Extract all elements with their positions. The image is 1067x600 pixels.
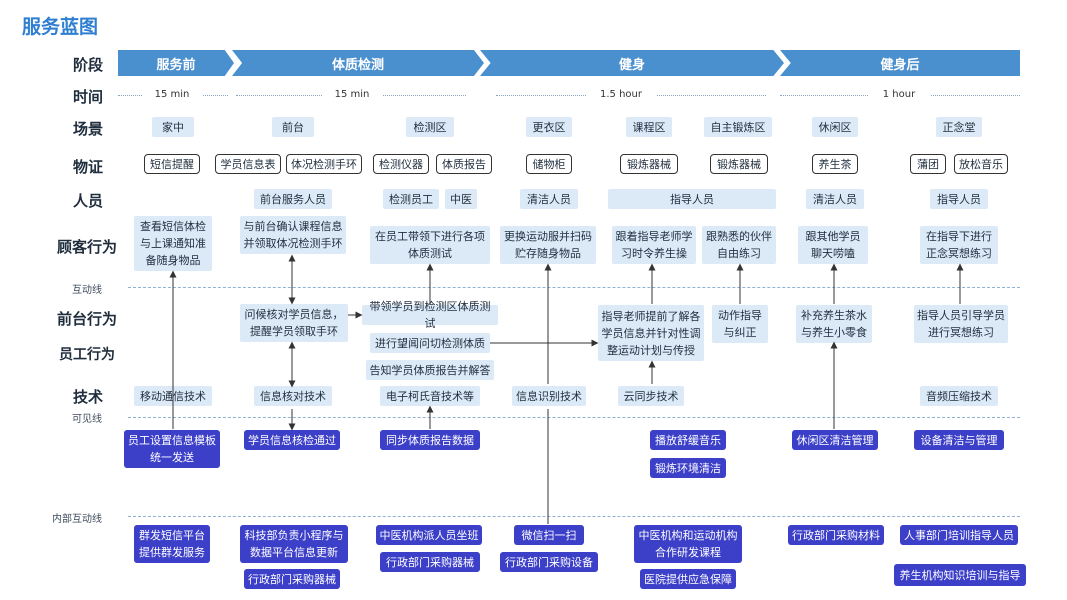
phase-workout-label: 健身 bbox=[618, 57, 645, 73]
page-title: 服务蓝图 bbox=[22, 16, 99, 38]
internal-10: 行政部门采购材料 bbox=[788, 525, 884, 545]
evidence-locker: 储物柜 bbox=[526, 154, 572, 174]
customer-action-7: 跟其他学员聊天唠嗑 bbox=[798, 226, 868, 264]
people-cleaner-2: 清洁人员 bbox=[806, 189, 864, 209]
internal-2: 科技部负责小程序与数据平台信息更新 bbox=[240, 525, 348, 563]
label-evidence: 物证 bbox=[72, 158, 103, 176]
customer-action-1: 查看短信体检与上课通知准备随身物品 bbox=[134, 216, 212, 271]
evidence-wristband: 体况检测手环 bbox=[286, 154, 362, 174]
evidence-equipment-1: 锻炼器械 bbox=[620, 154, 678, 174]
people-front-desk-staff: 前台服务人员 bbox=[254, 189, 332, 209]
support-6: 休闲区清洁管理 bbox=[792, 430, 878, 450]
customer-action-8: 在指导下进行正念冥想练习 bbox=[920, 226, 998, 264]
internal-4: 中医机构派人员坐班 bbox=[376, 525, 482, 545]
internal-6: 微信扫一扫 bbox=[514, 525, 584, 545]
phase-before-label: 服务前 bbox=[156, 57, 196, 73]
evidence-music: 放松音乐 bbox=[954, 154, 1008, 174]
customer-action-2: 与前台确认课程信息并领取体况检测手环 bbox=[240, 216, 346, 254]
phase-after-label: 健身后 bbox=[880, 57, 920, 73]
internal-3: 行政部门采购器械 bbox=[244, 569, 340, 589]
time-after: 1 hour bbox=[868, 89, 930, 100]
label-interaction-line: 互动线 bbox=[72, 285, 102, 296]
scene-meditation-hall: 正念堂 bbox=[936, 117, 982, 137]
visibility-line bbox=[128, 417, 1020, 418]
label-tech: 技术 bbox=[72, 388, 103, 406]
support-5: 锻炼环境清洁 bbox=[650, 458, 726, 478]
frontstage-action-8: 指导人员引导学员进行冥想练习 bbox=[914, 305, 1008, 343]
people-instructor-1: 指导人员 bbox=[608, 189, 776, 209]
internal-11: 人事部门培训指导人员 bbox=[900, 525, 1018, 545]
label-staff: 员工行为 bbox=[59, 347, 115, 363]
support-4: 播放舒缓音乐 bbox=[650, 430, 726, 450]
evidence-info-form: 学员信息表 bbox=[215, 154, 281, 174]
people-tcm-doctor: 中医 bbox=[445, 189, 477, 209]
support-7: 设备清洁与管理 bbox=[914, 430, 1004, 450]
customer-action-5: 跟着指导老师学习时令养生操 bbox=[612, 226, 696, 264]
label-stage: 阶段 bbox=[72, 56, 103, 74]
customer-action-3: 在员工带领下进行各项体质测试 bbox=[370, 226, 490, 264]
frontstage-action-5: 指导老师提前了解各学员信息并针对性调整运动计划与传授 bbox=[598, 305, 704, 361]
label-time: 时间 bbox=[72, 88, 103, 106]
internal-1: 群发短信平台提供群发服务 bbox=[134, 525, 210, 563]
interaction-line bbox=[128, 287, 1020, 288]
phase-after: 健身后 bbox=[780, 50, 1020, 76]
scene-self-training-area: 自主锻炼区 bbox=[704, 117, 772, 137]
tech-korotkoff: 电子柯氏音技术等 bbox=[380, 386, 480, 406]
frontstage-action-7: 补充养生茶水与养生小零食 bbox=[796, 305, 872, 343]
people-test-staff: 检测员工 bbox=[383, 189, 439, 209]
scene-front-desk: 前台 bbox=[272, 117, 314, 137]
frontstage-action-6: 动作指导与纠正 bbox=[712, 305, 768, 343]
frontstage-action-3: 进行望闻问切检测体质 bbox=[370, 333, 490, 353]
label-visibility-line: 可见线 bbox=[72, 414, 102, 425]
internal-12: 养生机构知识培训与指导 bbox=[894, 564, 1026, 586]
internal-9: 医院提供应急保障 bbox=[640, 569, 736, 589]
support-3: 同步体质报告数据 bbox=[380, 430, 480, 450]
evidence-equipment-2: 锻炼器械 bbox=[710, 154, 768, 174]
label-customer: 顾客行为 bbox=[56, 238, 117, 256]
customer-action-6: 跟熟悉的伙伴自由练习 bbox=[702, 226, 776, 264]
phase-checkup: 体质检测 bbox=[232, 50, 484, 76]
label-scene: 场景 bbox=[72, 120, 103, 138]
evidence-test-device: 检测仪器 bbox=[373, 154, 429, 174]
support-2: 学员信息核检通过 bbox=[244, 430, 340, 450]
evidence-cushion: 蒲团 bbox=[910, 154, 946, 174]
label-frontstage: 前台行为 bbox=[56, 310, 117, 328]
time-checkup: 15 min bbox=[322, 89, 382, 100]
tech-audio-compression: 音频压缩技术 bbox=[920, 386, 998, 406]
time-workout: 1.5 hour bbox=[586, 89, 656, 100]
tech-info-recognition: 信息识别技术 bbox=[512, 386, 586, 406]
scene-locker-area: 更衣区 bbox=[526, 117, 572, 137]
frontstage-action-1: 问候核对学员信息，提醒学员领取手环 bbox=[240, 304, 348, 342]
label-people: 人员 bbox=[72, 192, 103, 210]
scene-home: 家中 bbox=[152, 117, 194, 137]
scene-lounge: 休闲区 bbox=[812, 117, 858, 137]
frontstage-action-4: 告知学员体质报告并解答 bbox=[366, 360, 494, 380]
time-before: 15 min bbox=[142, 89, 202, 100]
phase-checkup-label: 体质检测 bbox=[331, 57, 384, 73]
scene-test-area: 检测区 bbox=[406, 117, 454, 137]
customer-action-4: 更换运动服并扫码贮存随身物品 bbox=[500, 226, 596, 264]
support-1: 员工设置信息模板统一发送 bbox=[124, 430, 220, 468]
internal-line bbox=[128, 516, 1020, 517]
scene-class-area: 课程区 bbox=[626, 117, 672, 137]
phase-before: 服务前 bbox=[118, 50, 234, 76]
evidence-report: 体质报告 bbox=[436, 154, 492, 174]
internal-8: 中医机构和运动机构合作研发课程 bbox=[634, 525, 742, 563]
evidence-tea: 养生茶 bbox=[812, 154, 858, 174]
people-instructor-2: 指导人员 bbox=[930, 189, 988, 209]
evidence-sms: 短信提醒 bbox=[144, 154, 200, 174]
internal-5: 行政部门采购器械 bbox=[380, 552, 480, 572]
label-internal-line: 内部互动线 bbox=[52, 514, 102, 525]
tech-cloud-sync: 云同步技术 bbox=[618, 386, 684, 406]
people-cleaner-1: 清洁人员 bbox=[520, 189, 578, 209]
phase-workout: 健身 bbox=[480, 50, 784, 76]
tech-info-verify: 信息核对技术 bbox=[254, 386, 332, 406]
internal-7: 行政部门采购设备 bbox=[500, 552, 598, 572]
